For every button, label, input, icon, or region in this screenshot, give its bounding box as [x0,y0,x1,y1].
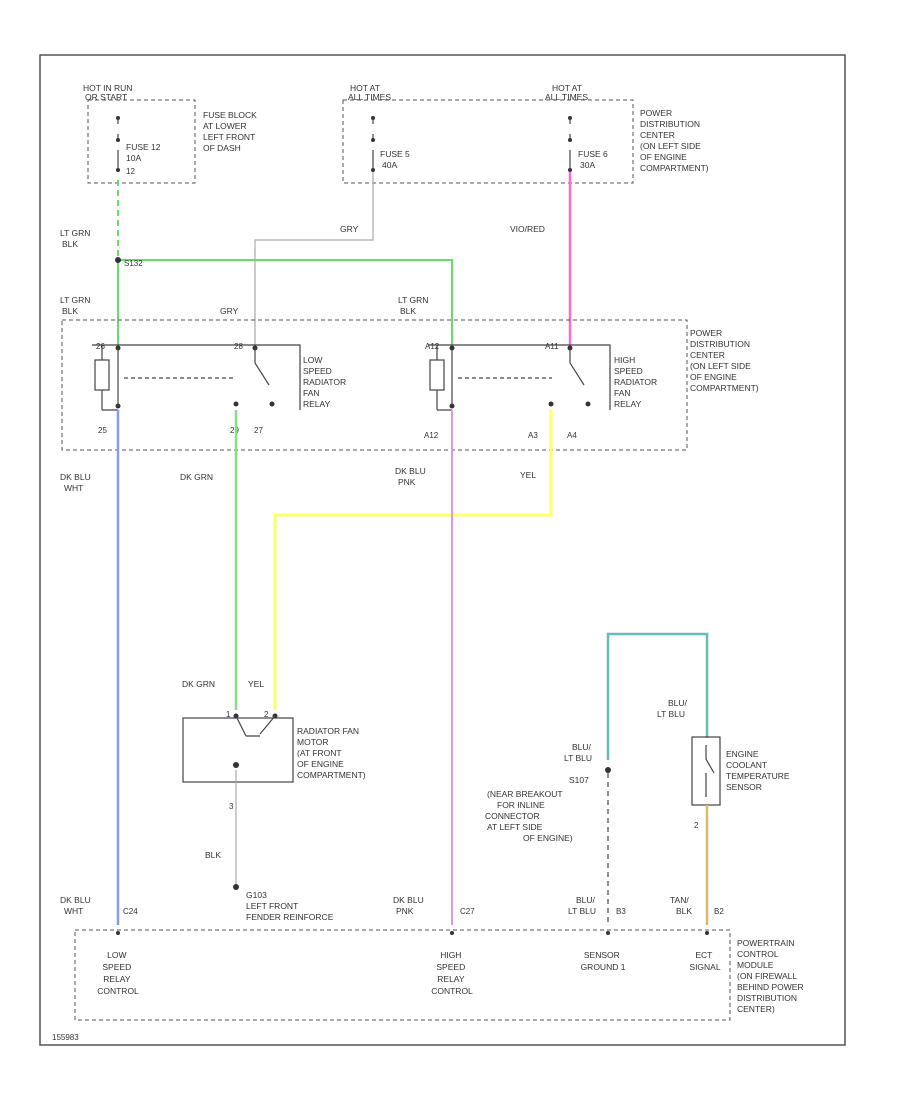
low-relay-pin-25: 25 [98,426,107,435]
low-relay-pin-29: 29 [230,426,239,435]
blu-lt-blu-label-3: BLU/ LT BLU [568,895,597,916]
pcm-pin-c24: C24 [123,907,138,916]
low-relay-pin-26: 26 [96,342,105,351]
fuse-5-label: FUSE 5 40A [380,149,412,170]
blu-lt-blu-label-1: BLU/ LT BLU [657,698,689,719]
pcm-pin-b3: B3 [616,907,626,916]
low-relay-pin-27: 27 [254,426,263,435]
motor-pin-1: 1 [226,710,231,719]
ect-sensor-pin: 2 [694,821,699,830]
splice-s132 [115,257,121,263]
motor-pin-2: 2 [264,710,269,719]
pdc-relay-label: POWER DISTRIBUTION CENTER (ON LEFT SIDE … [690,328,759,393]
vio-red-label: VIO/RED [510,224,545,234]
splice-s107-id: S107 [569,775,589,785]
motor-symbol [233,713,278,768]
fuse-6-symbol [568,116,572,172]
gry-label-2: GRY [220,306,239,316]
fuse-12-label: FUSE 12 10A [126,142,163,163]
pcm-low-speed-terminal: LOW SPEED RELAY CONTROL [97,950,139,996]
dk-blu-pnk-label-2: DK BLU PNK [393,895,426,916]
fuse-5-symbol [371,116,375,172]
yel-label-1: YEL [520,470,536,480]
fuse-12-pin: 12 [126,167,135,176]
lt-grn-blk-label-3: LT GRN BLK [398,295,431,316]
high-relay-label: HIGH SPEED RADIATOR FAN RELAY [614,355,660,409]
dk-grn-label-2: DK GRN [182,679,215,689]
fuse-12-symbol [116,116,120,172]
high-relay-pin-a12-bottom: A12 [424,431,439,440]
pcm-pin-b2: B2 [714,907,724,916]
ect-sensor-symbol [705,745,715,797]
yel-wire [273,410,553,710]
lt-grn-blk-label-2: LT GRN BLK [60,295,93,316]
ect-sensor-label: ENGINE COOLANT TEMPERATURE SENSOR [726,749,792,792]
high-speed-relay-symbol [428,344,611,411]
splice-s107 [605,767,611,773]
blu-lt-blu-label-2: BLU/ LT BLU [564,742,593,763]
low-relay-label: LOW SPEED RADIATOR FAN RELAY [303,355,349,409]
high-relay-pin-a4: A4 [567,431,577,440]
diagram-frame [39,54,846,1046]
splice-s107-label: (NEAR BREAKOUT FOR INLINE CONNECTOR AT L… [485,789,573,843]
pcm-label: POWERTRAIN CONTROL MODULE (ON FIREWALL B… [737,938,806,1014]
pdc-relay-box [61,319,688,451]
blk-label: BLK [205,850,221,860]
dk-grn-label-1: DK GRN [180,472,213,482]
blu-lt-blu-wire [606,632,709,760]
gry-wire [254,172,374,345]
pdc-top-box [342,99,634,184]
lt-grn-blk-label-1: LT GRN BLK [60,228,93,249]
diagram-id: 155983 [52,1033,79,1042]
lt-grn-blk-splice-wire [118,259,453,345]
radiator-fan-motor-box [182,717,294,783]
yel-label-2: YEL [248,679,264,689]
motor-pin-3: 3 [229,802,234,811]
high-relay-pin-a3: A3 [528,431,538,440]
ground-g103 [233,884,239,890]
dk-blu-wht-label-2: DK BLU WHT [60,895,93,916]
dk-blu-pnk-label-1: DK BLU PNK [395,466,428,487]
high-relay-pin-a11: A11 [545,342,559,351]
hot-at-all-times-label-2: HOT AT ALL TIMES [545,83,588,102]
pcm-ect-signal-terminal: ECT SIGNAL [689,950,720,972]
pcm-pin-c27: C27 [460,907,475,916]
fuse-block-label: FUSE BLOCK AT LOWER LEFT FRONT OF DASH [203,110,259,153]
pcm-high-speed-terminal: HIGH SPEED RELAY CONTROL [431,950,473,996]
pcm-box [74,929,731,1021]
radiator-fan-motor-label: RADIATOR FAN MOTOR (AT FRONT OF ENGINE C… [297,726,366,780]
pcm-terminal-dots [116,931,709,935]
hot-at-all-times-label-1: HOT AT ALL TIMES [348,83,391,102]
pdc-top-label: POWER DISTRIBUTION CENTER (ON LEFT SIDE … [640,108,709,173]
fuse-block-box [87,99,196,184]
splice-label: S132 [124,259,143,268]
fuse-6-label: FUSE 6 30A [578,149,610,170]
tan-blk-label: TAN/ BLK [670,895,692,916]
pcm-sensor-ground-terminal: SENSOR GROUND 1 [581,950,626,972]
low-relay-pin-28: 28 [234,342,243,351]
low-speed-relay-symbol [92,344,301,411]
hot-run-label: HOT IN RUN OR START [83,83,135,102]
dk-blu-wht-label-1: DK BLU WHT [60,472,93,493]
ground-label: G103 LEFT FRONT FENDER REINFORCE [246,890,334,922]
gry-label-1: GRY [340,224,359,234]
high-relay-pin-a12-top: A12 [425,342,440,351]
